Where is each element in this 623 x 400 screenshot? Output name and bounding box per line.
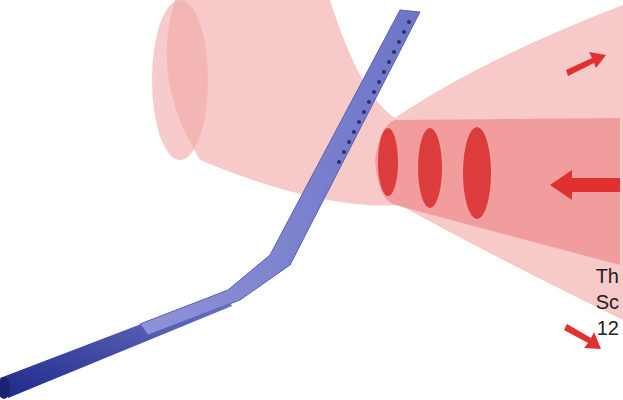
wavefront bbox=[463, 127, 491, 219]
probe-beam bbox=[375, 118, 620, 265]
cut-off-caption: 12 bbox=[597, 316, 619, 340]
wavefront bbox=[378, 128, 398, 196]
scatter-arrows bbox=[550, 52, 620, 349]
fiber-end bbox=[0, 377, 10, 399]
cut-off-caption: Th bbox=[596, 264, 619, 288]
cut-off-caption: Sc bbox=[596, 290, 619, 314]
beam-end bbox=[152, 0, 208, 160]
wavefront bbox=[418, 128, 442, 208]
